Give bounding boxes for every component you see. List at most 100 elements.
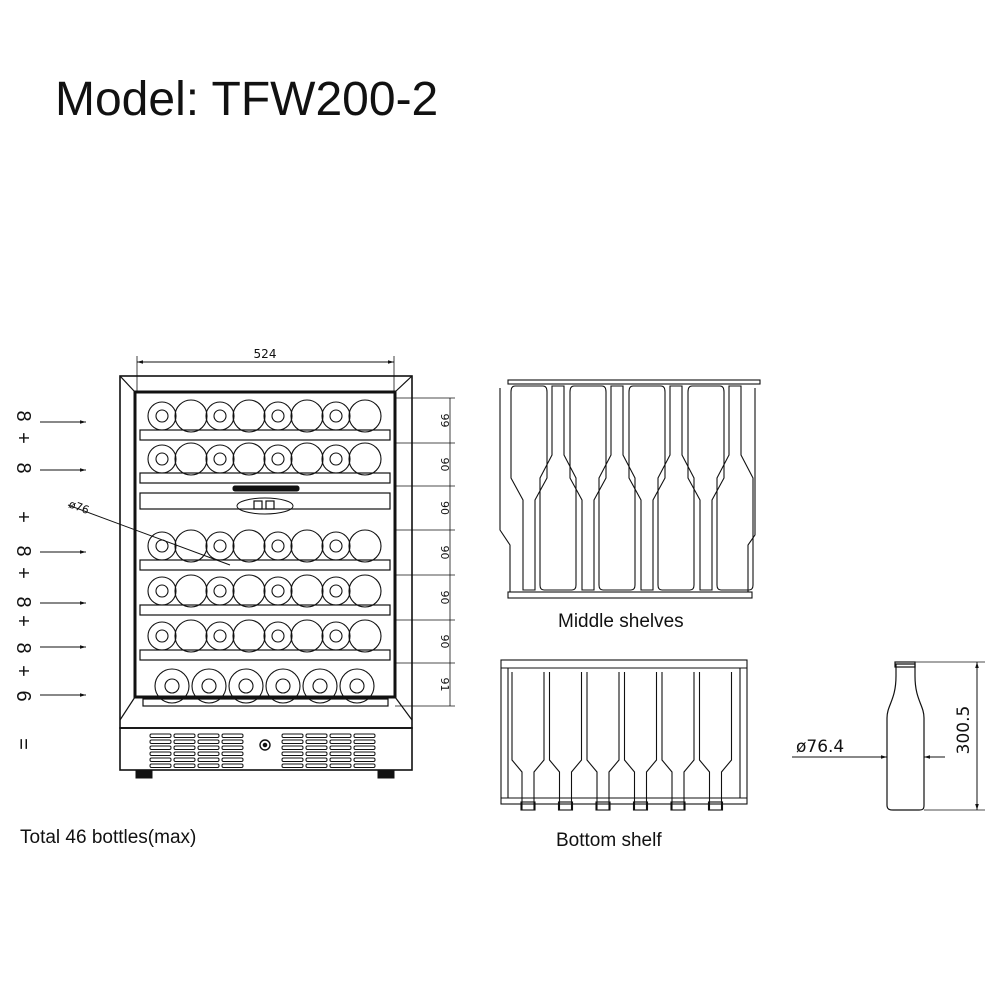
bottle-base: [339, 668, 375, 704]
bottle-base: [348, 529, 382, 563]
bottle-cap: [557, 801, 574, 811]
vent-slot: [305, 733, 328, 738]
door-glass-frame: [133, 390, 397, 699]
vent-slot: [221, 751, 244, 756]
middle-shelf-drawing: [499, 379, 761, 599]
bottle-base: [154, 668, 190, 704]
vent-slot: [353, 739, 376, 744]
bottle-neck: [213, 629, 227, 643]
bottle-neck: [155, 629, 169, 643]
bottle-base: [265, 668, 301, 704]
vent-slot: [149, 757, 172, 762]
shelf-board: [139, 559, 391, 571]
bottle-base: [348, 442, 382, 476]
pitch-dim-label: 91: [438, 678, 451, 692]
bottle-neck: [155, 409, 169, 423]
bottle-base: [290, 399, 324, 433]
vent-slot: [281, 733, 304, 738]
bottle-inverted: [687, 385, 725, 591]
vent-slot: [353, 757, 376, 762]
handle-bar: [232, 485, 300, 492]
foot-right: [377, 769, 395, 779]
pitch-dim-label: 90: [438, 591, 451, 605]
bottle-base: [228, 668, 264, 704]
bottle-neck: [329, 584, 343, 598]
bottle-base: [232, 529, 266, 563]
bottle-base: [147, 531, 177, 561]
bottle-base: [232, 399, 266, 433]
bottle-inverted: [628, 385, 666, 591]
bottle-height-dim: 300.5: [954, 706, 974, 755]
vent-slot: [305, 745, 328, 750]
vent-slot: [221, 745, 244, 750]
shelf-row: [139, 619, 391, 661]
bottle-base: [232, 574, 266, 608]
bottle-neck: [271, 539, 285, 553]
bottle-neck: [271, 452, 285, 466]
bottle-base: [174, 529, 208, 563]
bottle-cap: [595, 801, 611, 811]
base-grille-panel: [119, 727, 413, 771]
control-panel-display: [236, 497, 294, 515]
foot-left: [135, 769, 153, 779]
bottle-upright: [657, 385, 695, 591]
vent-slot: [281, 763, 304, 768]
pitch-dim-label: 90: [438, 458, 451, 472]
middle-shelves-caption: Middle shelves: [558, 611, 684, 632]
vent-slot: [197, 745, 220, 750]
bottle-base: [321, 621, 351, 651]
vent-slot: [353, 763, 376, 768]
vent-slot: [149, 763, 172, 768]
bottle-base: [205, 444, 235, 474]
shelf-row-bottom: [142, 668, 389, 707]
bottle-base: [321, 444, 351, 474]
vent-slot: [197, 757, 220, 762]
vent-slot: [149, 739, 172, 744]
vent-slot: [329, 751, 352, 756]
vent-slot: [353, 733, 376, 738]
bottle-diameter-leader: ø76: [67, 498, 231, 566]
bottle-neck: [213, 584, 227, 598]
vent-slot: [173, 751, 196, 756]
width-dimension: 524: [136, 347, 395, 392]
bottle-neck: [271, 629, 285, 643]
bottle-neck: [329, 452, 343, 466]
bottle-neck: [312, 678, 328, 694]
bottle-base: [263, 401, 293, 431]
bottle-base: [290, 619, 324, 653]
bottle-base: [263, 444, 293, 474]
bottle-inverted: [510, 385, 548, 591]
vent-slot: [149, 751, 172, 756]
vent-slot: [173, 745, 196, 750]
shelf-board: [139, 472, 391, 484]
bottle-base: [263, 576, 293, 606]
bottle-base: [232, 619, 266, 653]
bottle-base: [348, 399, 382, 433]
bottle-base: [348, 619, 382, 653]
bottle-neck: [329, 539, 343, 553]
bottle-base: [205, 531, 235, 561]
shelf-row: [139, 574, 391, 616]
bottle-neck: [329, 409, 343, 423]
shelf-side: [747, 388, 756, 592]
vent-slot: [149, 745, 172, 750]
bottle-base: [191, 668, 227, 704]
lock-icon: [259, 739, 271, 751]
vent-slot: [173, 757, 196, 762]
vent-slot: [221, 733, 244, 738]
row-arrows: [40, 420, 86, 697]
bottle-lying: [511, 672, 545, 811]
bottle-neck: [213, 409, 227, 423]
bottle-cap: [520, 801, 536, 811]
vent-slot: [197, 751, 220, 756]
shelf-board: [139, 649, 391, 661]
vent-slot: [197, 739, 220, 744]
bottle-base: [232, 442, 266, 476]
vent-grille: [149, 733, 376, 768]
vent-slot: [197, 733, 220, 738]
bottle-base: [174, 399, 208, 433]
shelf-row: [139, 442, 391, 484]
bottle-upright: [716, 385, 754, 591]
vent-slot: [281, 751, 304, 756]
